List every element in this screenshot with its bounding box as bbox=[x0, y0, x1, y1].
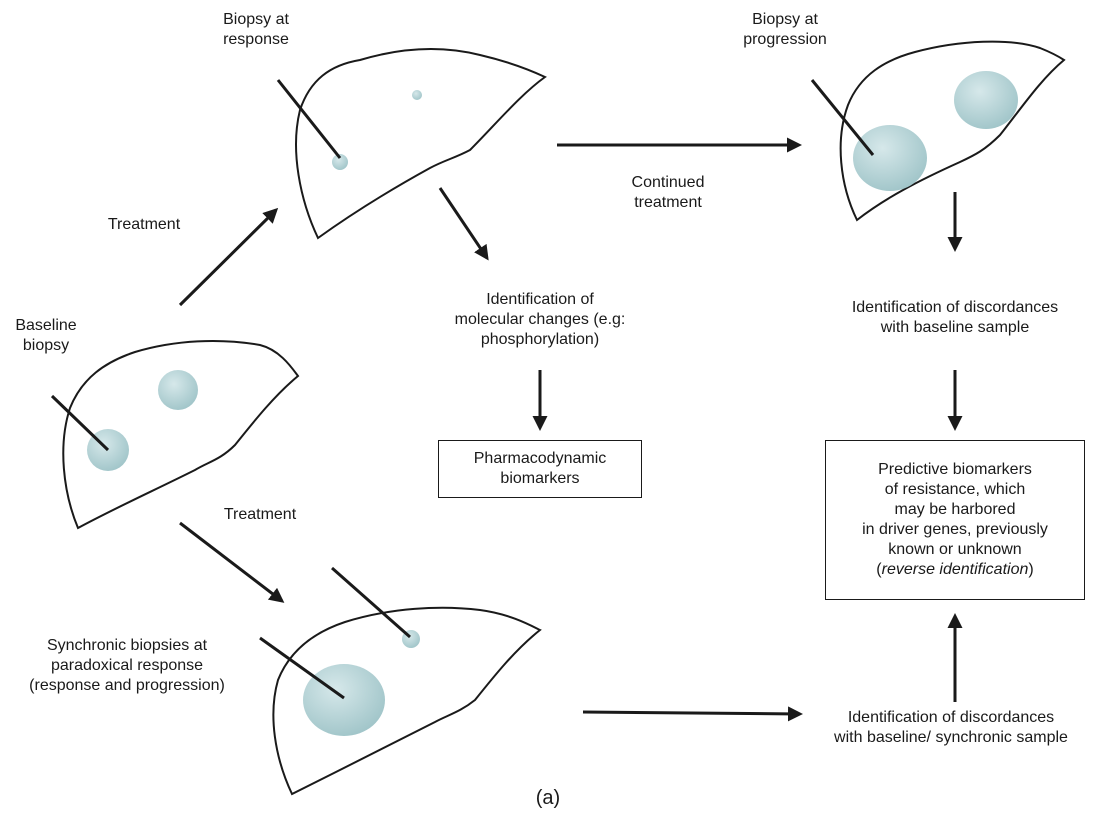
box-predictive-line-6: (reverse identification) bbox=[876, 561, 1034, 578]
liver-progression-outline bbox=[839, 40, 1066, 222]
box-predictive-line-2: of resistance, which bbox=[884, 481, 1026, 498]
label-treatment-top: Treatment bbox=[107, 216, 181, 233]
label-biopsy-at-response: Biopsy at response bbox=[223, 11, 289, 48]
needle-progression bbox=[810, 79, 875, 156]
liver-baseline-outline bbox=[62, 340, 300, 530]
label-treatment-bottom: Treatment bbox=[223, 506, 297, 523]
label-biopsy-at-progression: Biopsy at progression bbox=[743, 11, 827, 48]
label-synchronic-biopsies: Synchronic biopsies at paradoxical respo… bbox=[29, 637, 225, 694]
box-pharmacodynamic-line-1: Pharmacodynamic bbox=[473, 450, 607, 467]
arrow-baseline-to-synchronic bbox=[179, 521, 285, 603]
tumor-synchronic-large bbox=[303, 664, 385, 736]
liver-synchronic-outline bbox=[272, 606, 542, 796]
liver-baseline bbox=[50, 340, 300, 530]
panel-label: (a) bbox=[535, 787, 561, 809]
liver-response bbox=[276, 47, 547, 240]
label-discordances-synchronic: Identification of discordances with base… bbox=[834, 709, 1068, 746]
liver-synchronic bbox=[259, 566, 542, 796]
tumor-progression-medium bbox=[954, 71, 1018, 129]
needle-synchronic-small bbox=[331, 566, 411, 639]
box-predictive-line-3: may be harbored bbox=[894, 501, 1016, 518]
tumor-progression-large bbox=[853, 125, 927, 191]
box-pharmacodynamic-line-2: biomarkers bbox=[500, 470, 580, 487]
label-discordances-baseline: Identification of discordances with base… bbox=[851, 299, 1059, 336]
box-predictive-line-1: Predictive biomarkers bbox=[878, 461, 1032, 478]
liver-progression bbox=[810, 40, 1066, 222]
arrows bbox=[178, 137, 963, 722]
reverse-identification-italic: reverse identification bbox=[881, 561, 1029, 578]
needle-baseline bbox=[50, 394, 110, 452]
label-continued-treatment: Continued treatment bbox=[631, 174, 705, 211]
liver-response-outline bbox=[295, 47, 547, 240]
label-baseline-biopsy: Baseline biopsy bbox=[15, 317, 77, 354]
tumor-response-small-1 bbox=[332, 154, 348, 170]
arrow-synchronic-to-discordances bbox=[582, 706, 803, 722]
arrow-baseline-to-response bbox=[178, 207, 279, 307]
box-pharmacodynamic-biomarkers: Pharmacodynamic biomarkers bbox=[438, 440, 642, 498]
tumor-response-small-2 bbox=[412, 90, 422, 100]
box-predictive-biomarkers: Predictive biomarkers of resistance, whi… bbox=[825, 440, 1085, 600]
needle-response bbox=[276, 79, 342, 159]
arrow-response-to-molecular bbox=[438, 187, 489, 261]
tumor-baseline-right bbox=[158, 370, 198, 410]
box-predictive-line-4: in driver genes, previously bbox=[862, 521, 1048, 538]
box-predictive-line-5: known or unknown bbox=[888, 541, 1022, 558]
label-molecular-changes: Identification of molecular changes (e.g… bbox=[454, 291, 626, 348]
needle-synchronic-large bbox=[259, 636, 345, 700]
